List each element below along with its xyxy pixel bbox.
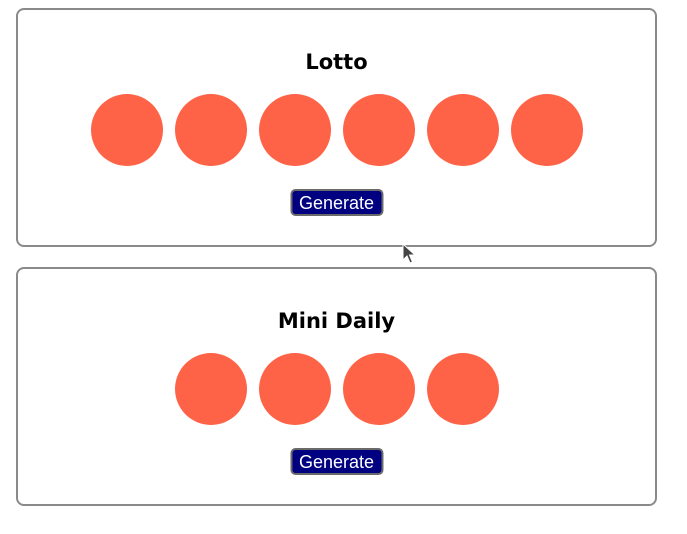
mini-daily-ball xyxy=(426,353,499,425)
lotto-ball xyxy=(510,94,583,166)
mini-daily-card: Mini Daily Generate xyxy=(16,267,657,506)
mini-daily-generate-button[interactable]: Generate xyxy=(289,448,384,475)
lotto-balls xyxy=(18,94,655,166)
lotto-ball xyxy=(342,94,415,166)
lotto-ball xyxy=(174,94,247,166)
mini-daily-ball xyxy=(258,353,331,425)
mini-daily-title: Mini Daily xyxy=(277,309,396,333)
lotto-generate-button[interactable]: Generate xyxy=(289,189,384,216)
lotto-ball xyxy=(90,94,163,166)
mini-daily-balls xyxy=(18,353,655,425)
mouse-pointer-icon xyxy=(402,243,416,264)
mini-daily-ball xyxy=(174,353,247,425)
lotto-ball xyxy=(258,94,331,166)
mini-daily-ball xyxy=(342,353,415,425)
lotto-ball xyxy=(426,94,499,166)
lotto-card: Lotto Generate xyxy=(16,8,657,247)
lotto-title: Lotto xyxy=(305,50,368,74)
